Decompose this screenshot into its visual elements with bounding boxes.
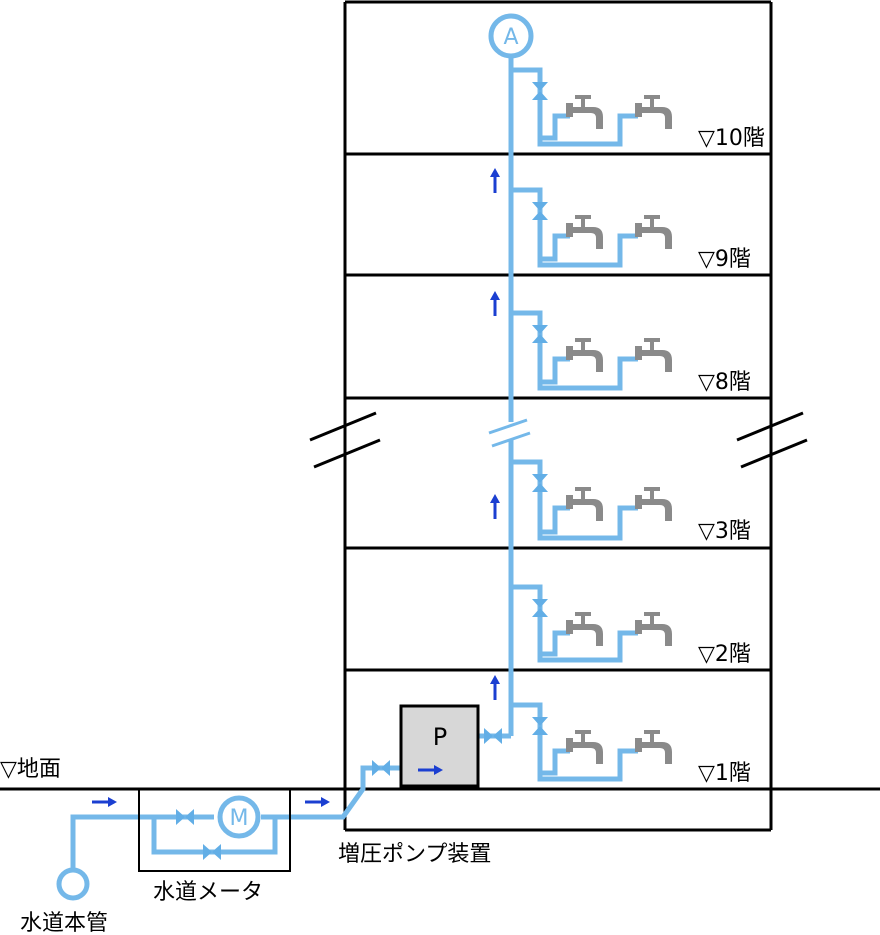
svg-text:P: P	[433, 723, 447, 751]
faucet-icon	[635, 215, 672, 249]
faucet-icon	[566, 487, 603, 521]
floor-branch	[511, 584, 672, 663]
faucet-icon	[635, 730, 672, 764]
flow-arrow-up	[488, 673, 502, 702]
floor-slabs	[345, 152, 771, 672]
flow-arrow-right	[303, 795, 332, 809]
floor-label: ▽9階	[698, 247, 751, 272]
floor-label: ▽10階	[698, 126, 765, 151]
floor-label: ▽2階	[698, 642, 751, 667]
floor-valve	[532, 717, 548, 735]
floor-valve	[532, 599, 548, 617]
branch-pipe	[540, 505, 570, 535]
branch-pipe	[511, 187, 638, 268]
branch-pipe	[540, 630, 570, 657]
svg-text:A: A	[503, 25, 518, 50]
branch-pipe	[511, 459, 638, 541]
branch-pipe	[511, 67, 638, 147]
floor-valve	[532, 82, 548, 100]
water-meter: M	[217, 795, 261, 839]
meter-inlet-valve	[176, 809, 194, 825]
flow-arrow-right	[90, 795, 119, 809]
faucet-icon	[566, 730, 603, 764]
branch-pipe	[540, 356, 570, 385]
water-main-label: 水道本管	[20, 911, 108, 935]
svg-text:M: M	[230, 806, 249, 831]
break-marks	[309, 411, 808, 469]
branch-pipe	[540, 233, 570, 262]
water-main-pipe	[56, 867, 90, 901]
floor-valve	[532, 474, 548, 492]
floor-branch	[511, 67, 672, 147]
booster-pump-label: 増圧ポンプ装置	[338, 842, 491, 867]
water-meter-label: 水道メータ	[153, 880, 263, 905]
faucet-icon	[635, 487, 672, 521]
floor-label: ▽3階	[698, 519, 751, 544]
ground-label: ▽地面	[0, 757, 61, 782]
branch-pipe	[540, 748, 570, 776]
floor-branches	[511, 67, 672, 782]
pump-inlet-valve	[372, 760, 390, 776]
flow-arrow-up	[488, 289, 502, 318]
floor-branch	[511, 187, 672, 268]
flow-arrow-up	[488, 492, 502, 521]
flow-arrows-up	[488, 166, 502, 702]
floor-label: ▽1階	[698, 761, 751, 786]
water-meter-box	[138, 788, 291, 872]
floor-valve	[532, 325, 548, 343]
floor-branch	[511, 310, 672, 391]
building-outline	[343, 0, 773, 832]
meter-bypass-valve	[203, 844, 221, 860]
booster-pump: P	[399, 704, 480, 788]
faucet-icon	[566, 612, 603, 646]
faucet-icon	[635, 338, 672, 372]
branch-pipe	[511, 702, 638, 782]
branch-pipe	[540, 113, 570, 141]
air-valve: A	[488, 13, 534, 59]
faucet-icon	[635, 95, 672, 129]
branch-pipe	[511, 584, 638, 663]
pump-outlet-valve	[484, 728, 502, 744]
branch-pipe	[511, 310, 638, 391]
floor-labels: ▽10階 ▽9階 ▽8階 ▽3階 ▽2階 ▽1階	[698, 126, 765, 786]
faucet-icon	[566, 338, 603, 372]
faucet-icon	[566, 95, 603, 129]
floor-valve	[532, 202, 548, 220]
floor-branch	[511, 702, 672, 782]
floor-label: ▽8階	[698, 370, 751, 395]
faucet-icon	[635, 612, 672, 646]
faucet-icon	[566, 215, 603, 249]
flow-arrow-up	[488, 166, 502, 195]
floor-branch	[511, 459, 672, 541]
